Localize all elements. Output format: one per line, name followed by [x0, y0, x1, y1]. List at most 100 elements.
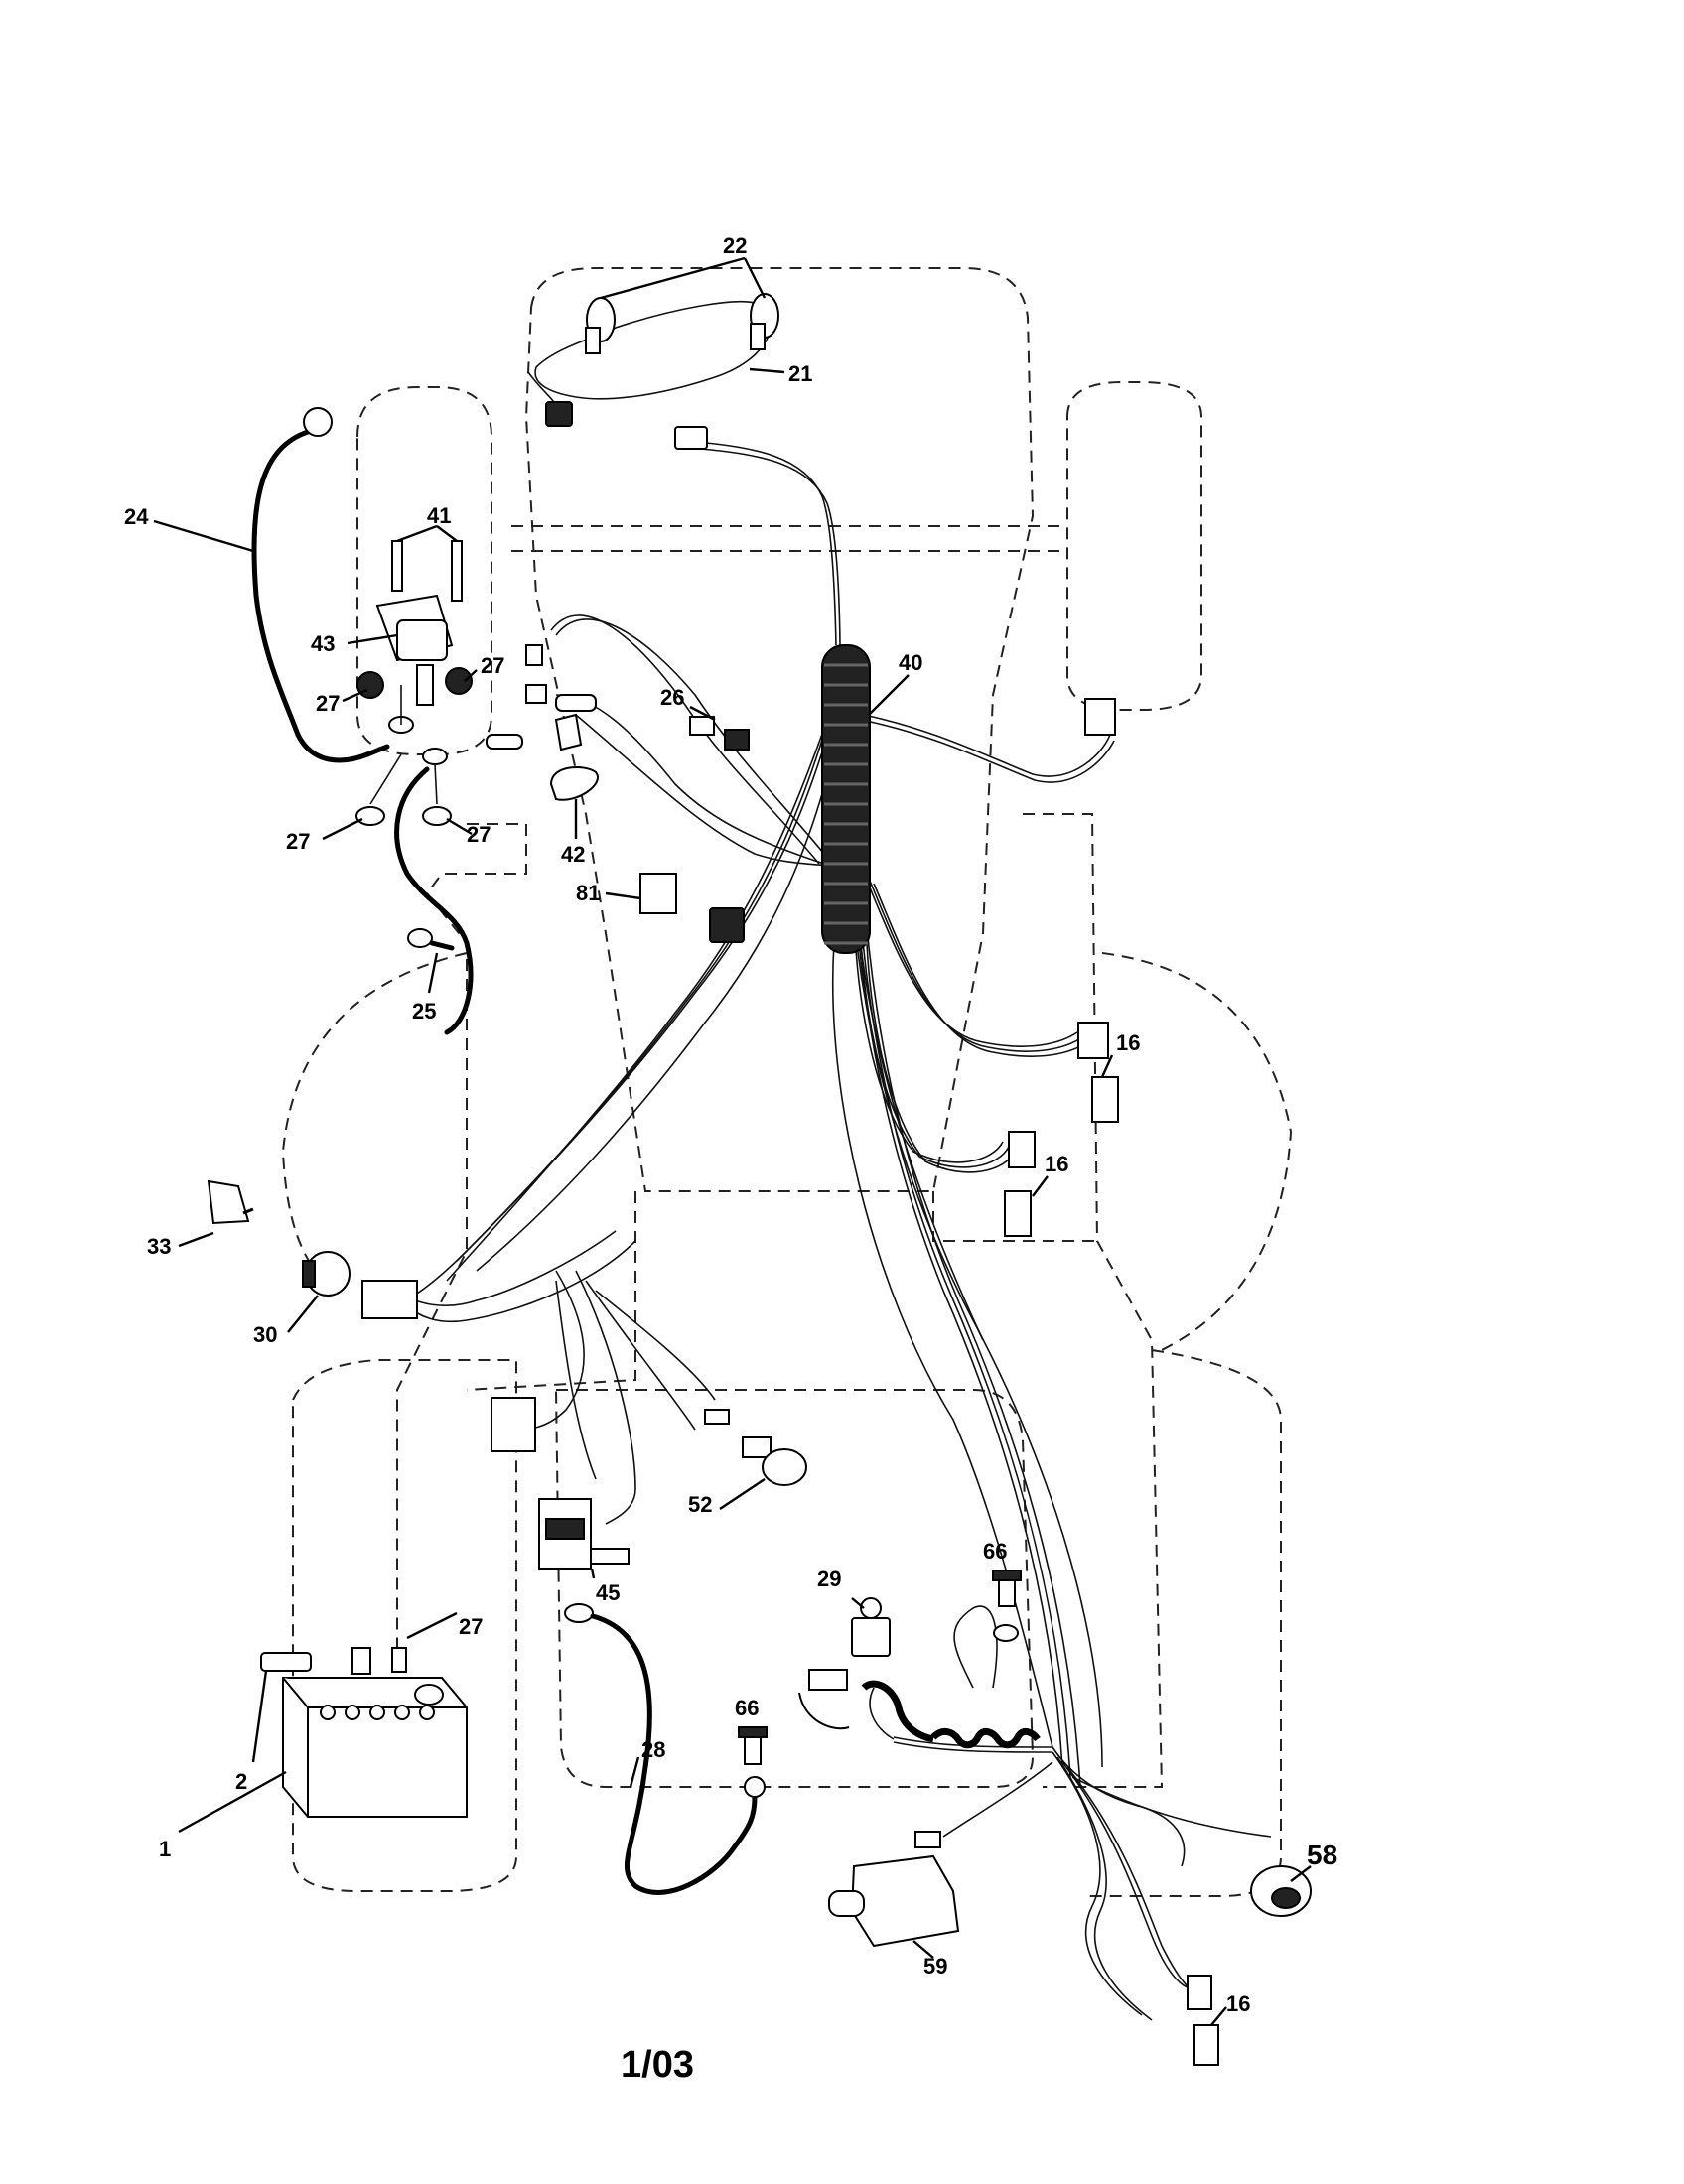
cable-25: [394, 766, 474, 1035]
seat-switch-52: [704, 1409, 807, 1486]
left-rear-wheel-outline: [281, 952, 468, 1292]
callout-58: 58: [1307, 1840, 1337, 1870]
washer-b: [422, 748, 448, 765]
terminal-45: [590, 1548, 630, 1565]
connector-right-front: [1084, 698, 1116, 736]
seat-deck-outline: [466, 1191, 1102, 1391]
nut-27-b: [445, 667, 473, 695]
connector-26b: [724, 729, 750, 751]
callout-27-e: 27: [459, 1614, 483, 1639]
switch-29-plunger: [860, 1597, 882, 1619]
cable-28-ring-top: [564, 1603, 594, 1623]
connector-16-b: [1004, 1190, 1032, 1237]
hour-meter-display: [545, 1518, 585, 1540]
cable-25-ring-terminal: [407, 928, 433, 948]
callout-66-a: 66: [735, 1696, 759, 1720]
terminal-b: [525, 684, 547, 704]
callout-52: 52: [688, 1492, 712, 1517]
solenoid-bolt-left: [391, 540, 403, 592]
nut-27-d: [422, 806, 452, 826]
right-mid-harness: [853, 873, 1088, 1173]
callout-42: 42: [561, 842, 585, 867]
callout-27-a: 27: [316, 691, 340, 716]
callout-16-c: 16: [1226, 1991, 1250, 2016]
front-connectors: [486, 644, 1116, 943]
nut-27-c: [355, 806, 385, 826]
callout-41: 41: [427, 503, 451, 528]
callout-28: 28: [641, 1737, 665, 1762]
connector-16-a: [1091, 1076, 1119, 1123]
terminal-e: [554, 713, 583, 751]
relay-81: [639, 873, 677, 914]
switch-29-body: [851, 1617, 891, 1657]
callout-26: 26: [660, 685, 684, 710]
callout-24: 24: [124, 504, 149, 529]
callout-1: 1: [159, 1837, 171, 1861]
hour-meter-assembly: [538, 1498, 592, 1570]
ground-cable-24: [251, 407, 390, 763]
headlight-plug: [674, 426, 708, 450]
connector-16-a-plug: [1077, 1022, 1109, 1059]
pto-switch-59: [828, 1831, 960, 1948]
nut-27-a: [356, 671, 384, 699]
key-33: [207, 1179, 250, 1225]
bolts-66: [738, 1570, 1022, 1765]
relay-socket: [709, 907, 745, 943]
callout-59: 59: [923, 1954, 947, 1979]
nut-27-e: [391, 1647, 407, 1673]
frame-left-outline: [396, 823, 527, 1798]
battery-tray-outline: [292, 1359, 517, 1892]
connector-16-c: [1193, 2024, 1219, 2066]
callout-45: 45: [596, 1580, 620, 1605]
pto-switch-terminal: [914, 1831, 941, 1848]
callout-25: 25: [412, 999, 436, 1024]
solenoid-assembly: [355, 540, 473, 826]
pto-switch-knob: [828, 1890, 865, 1917]
solenoid-bolt-right: [451, 540, 463, 602]
solenoid-stud: [416, 664, 434, 706]
headlight-assembly: [545, 293, 779, 450]
connector-26a: [689, 716, 715, 736]
callout-27-b: 27: [481, 653, 504, 678]
boot-42: [549, 766, 599, 801]
left-front-harness: [550, 614, 830, 867]
seat-switch-terminal: [704, 1409, 730, 1425]
terminal-a: [525, 644, 543, 666]
ignition-harness: [396, 1230, 716, 1525]
callout-2: 2: [235, 1769, 247, 1794]
ignition-switch-nut: [302, 1260, 316, 1288]
callout-66-b: 66: [983, 1539, 1007, 1564]
callout-30: 30: [253, 1322, 277, 1347]
seat-switch-body: [762, 1448, 807, 1486]
headlight-connector: [545, 401, 573, 427]
ignition-connector: [361, 1280, 418, 1319]
connector-29: [808, 1669, 848, 1691]
battery-cable-28: [564, 1603, 766, 1895]
right-front-harness: [863, 714, 1115, 783]
bolt-66-b-head: [992, 1570, 1022, 1581]
ignition-switch-assembly: [207, 1179, 630, 1565]
battery-assembly: [260, 1647, 468, 1818]
conduit-body: [821, 644, 871, 954]
cable-28-ring-bottom: [744, 1776, 766, 1798]
switch-29: [798, 1597, 891, 1730]
callout-21: 21: [788, 361, 812, 386]
battery-post: [414, 1684, 444, 1706]
callout-27-d: 27: [467, 822, 491, 847]
connector-six-pin: [491, 1397, 536, 1452]
callout-43: 43: [311, 631, 335, 656]
hood-outline: [524, 267, 1035, 1192]
page-code: 1/03: [621, 2044, 694, 2086]
cable-24-ring-terminal: [303, 407, 333, 437]
callout-22: 22: [723, 233, 747, 258]
callouts: 22 21 24 41 43 27 27 27 27 25 26 40 42 8…: [124, 233, 1337, 2016]
right-front-wheel-outline: [1066, 381, 1202, 711]
pto-switch-body: [850, 1854, 960, 1948]
bolt-2: [260, 1652, 312, 1672]
seat-switch-plug: [742, 1436, 772, 1458]
headlight-harness: [527, 300, 841, 646]
leader-lines: [153, 256, 1312, 2026]
frame-right-outline: [1023, 813, 1164, 1788]
rear-right-outline: [1082, 1349, 1282, 1897]
